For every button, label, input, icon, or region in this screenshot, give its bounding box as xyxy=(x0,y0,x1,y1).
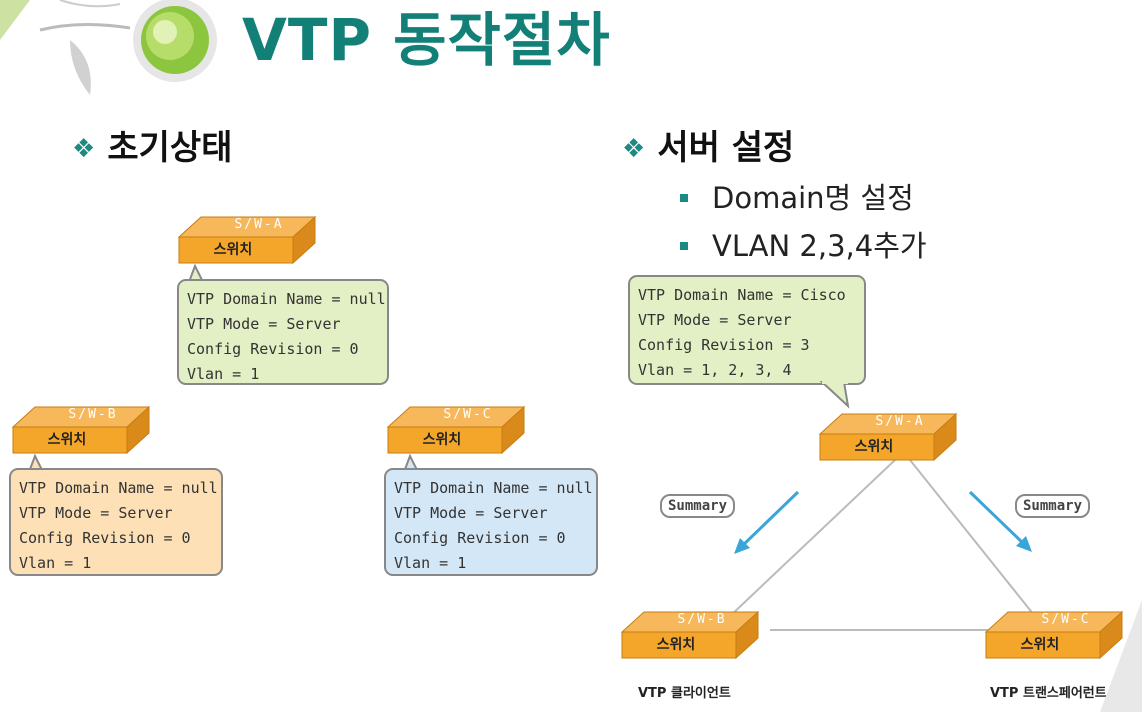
switch-label: 스위치 xyxy=(47,432,87,448)
info-line: Config Revision = 3 xyxy=(638,336,810,354)
info-line: VTP Domain Name = null xyxy=(19,479,218,497)
caption-client: VTP 클라이언트 xyxy=(638,686,731,701)
bullet-item: VLAN 2,3,4추가 xyxy=(680,228,927,264)
bullet-text: VLAN 2,3,4추가 xyxy=(712,229,927,263)
switch-c-initial: S/W-C 스위치 xyxy=(386,405,526,455)
section-heading-server: ❖ 서버 설정 xyxy=(622,128,794,169)
info-bubble-c-initial: VTP Domain Name = null VTP Mode = Server… xyxy=(384,468,598,576)
bullet-text: Domain명 설정 xyxy=(712,181,914,215)
square-bullet-icon xyxy=(680,194,688,202)
switch-name: S/W-B xyxy=(677,612,727,627)
switch-label: 스위치 xyxy=(854,439,894,455)
info-line: Config Revision = 0 xyxy=(187,340,359,358)
info-line: VTP Domain Name = null xyxy=(394,479,593,497)
bubble-pointer xyxy=(820,380,850,409)
switch-icon xyxy=(386,405,526,455)
switch-label: 스위치 xyxy=(422,432,462,448)
info-line: VTP Mode = Server xyxy=(394,504,548,522)
info-line: VTP Domain Name = null xyxy=(187,290,386,308)
switch-b-initial: S/W-B 스위치 xyxy=(11,405,151,455)
switch-label: 스위치 xyxy=(213,242,253,258)
info-line: VTP Mode = Server xyxy=(638,311,792,329)
switch-b-client: S/W-B 스위치 xyxy=(620,610,760,660)
info-line: Vlan = 1 xyxy=(394,554,467,572)
diamond-bullet-icon: ❖ xyxy=(72,134,96,164)
section-heading-initial: ❖ 초기상태 xyxy=(72,128,232,169)
info-bubble-server: VTP Domain Name = Cisco VTP Mode = Serve… xyxy=(628,275,866,385)
switch-icon xyxy=(177,215,317,265)
switch-name: S/W-C xyxy=(1041,612,1091,627)
summary-tag-left: Summary xyxy=(660,494,736,518)
section-heading-text: 초기상태 xyxy=(107,128,233,168)
switch-name: S/W-A xyxy=(234,217,284,232)
page-title: VTP 동작절차 xyxy=(242,6,611,74)
switch-a-server: S/W-A 스위치 xyxy=(818,412,958,462)
square-bullet-icon xyxy=(680,242,688,250)
switch-name: S/W-C xyxy=(443,407,493,422)
switch-icon xyxy=(11,405,151,455)
diamond-bullet-icon: ❖ xyxy=(622,134,646,164)
summary-tag-right: Summary xyxy=(1015,494,1091,518)
section-heading-text: 서버 설정 xyxy=(657,128,795,168)
switch-label: 스위치 xyxy=(656,637,696,653)
info-line: Config Revision = 0 xyxy=(394,529,566,547)
info-bubble-b-initial: VTP Domain Name = null VTP Mode = Server… xyxy=(9,468,223,576)
logo-decoration xyxy=(0,0,217,95)
info-bubble-a-initial: VTP Domain Name = null VTP Mode = Server… xyxy=(177,279,389,385)
bullet-item: Domain명 설정 xyxy=(680,180,914,216)
info-line: Vlan = 1, 2, 3, 4 xyxy=(638,361,792,379)
switch-name: S/W-A xyxy=(875,414,925,429)
info-line: VTP Mode = Server xyxy=(187,315,341,333)
switch-a-initial: S/W-A 스위치 xyxy=(177,215,317,265)
info-line: VTP Mode = Server xyxy=(19,504,173,522)
info-line: Config Revision = 0 xyxy=(19,529,191,547)
switch-name: S/W-B xyxy=(68,407,118,422)
switch-c-transparent: S/W-C 스위치 xyxy=(984,610,1124,660)
topology-links xyxy=(709,459,1051,636)
info-line: VTP Domain Name = Cisco xyxy=(638,286,846,304)
info-line: Vlan = 1 xyxy=(19,554,92,572)
switch-icon xyxy=(620,610,760,660)
caption-transparent: VTP 트랜스페어런트 xyxy=(990,686,1107,701)
corner-decoration xyxy=(1100,600,1142,712)
switch-label: 스위치 xyxy=(1020,637,1060,653)
switch-icon xyxy=(984,610,1124,660)
switch-icon xyxy=(818,412,958,462)
info-line: Vlan = 1 xyxy=(187,365,260,383)
